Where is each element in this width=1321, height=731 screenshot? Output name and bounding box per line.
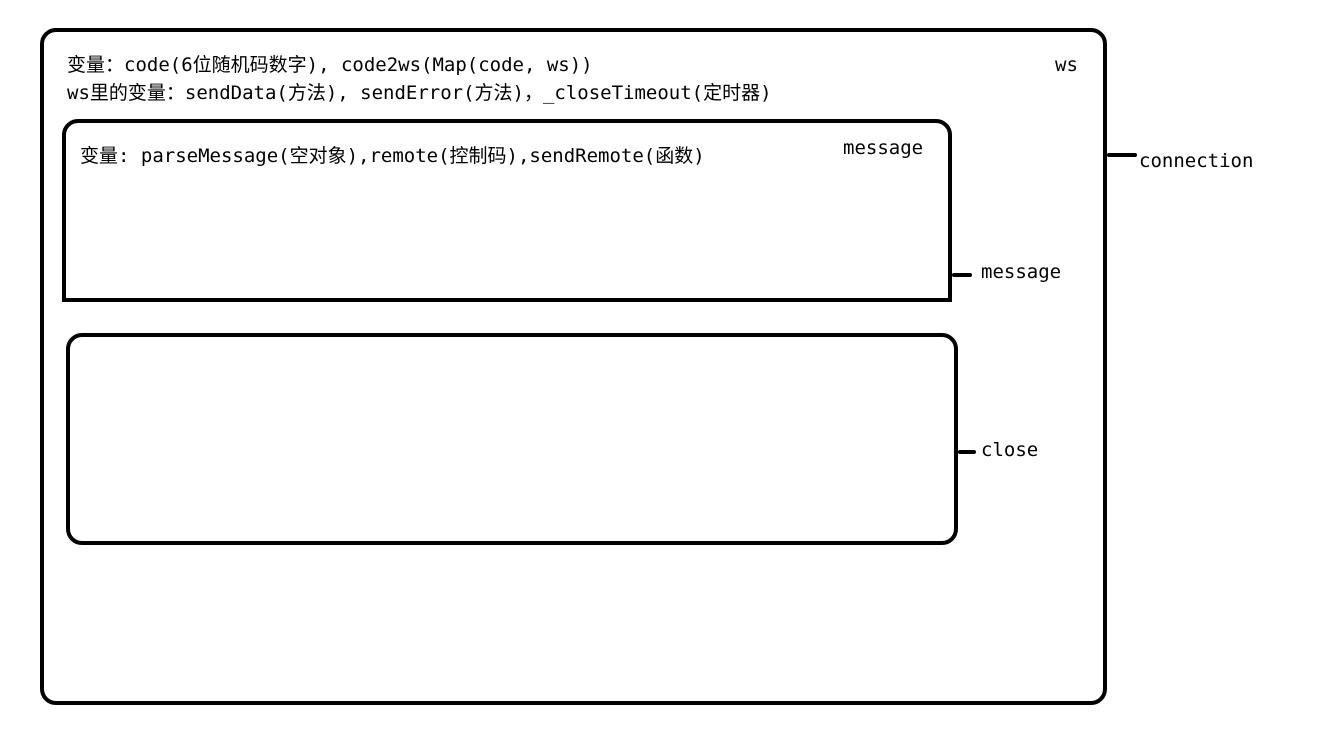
message-connector-tick	[952, 273, 972, 277]
connection-variables-line1: 变量：code(6位随机码数字), code2ws(Map(code, ws))	[67, 54, 593, 76]
ws-corner-label: ws	[1055, 54, 1078, 76]
connection-box	[40, 28, 1107, 705]
close-box	[66, 333, 958, 545]
message-label: message	[981, 261, 1062, 283]
message-box	[62, 119, 952, 302]
connection-connector-tick	[1107, 153, 1137, 157]
close-label: close	[981, 439, 1039, 461]
close-connector-tick	[958, 450, 976, 454]
ws-variables-line2: ws里的变量：sendData(方法), sendError(方法)，_clos…	[67, 82, 772, 104]
message-corner-label: message	[843, 137, 924, 159]
message-variables-text: 变量: parseMessage(空对象),remote(控制码),sendRe…	[80, 145, 705, 167]
connection-label: connection	[1139, 150, 1254, 172]
